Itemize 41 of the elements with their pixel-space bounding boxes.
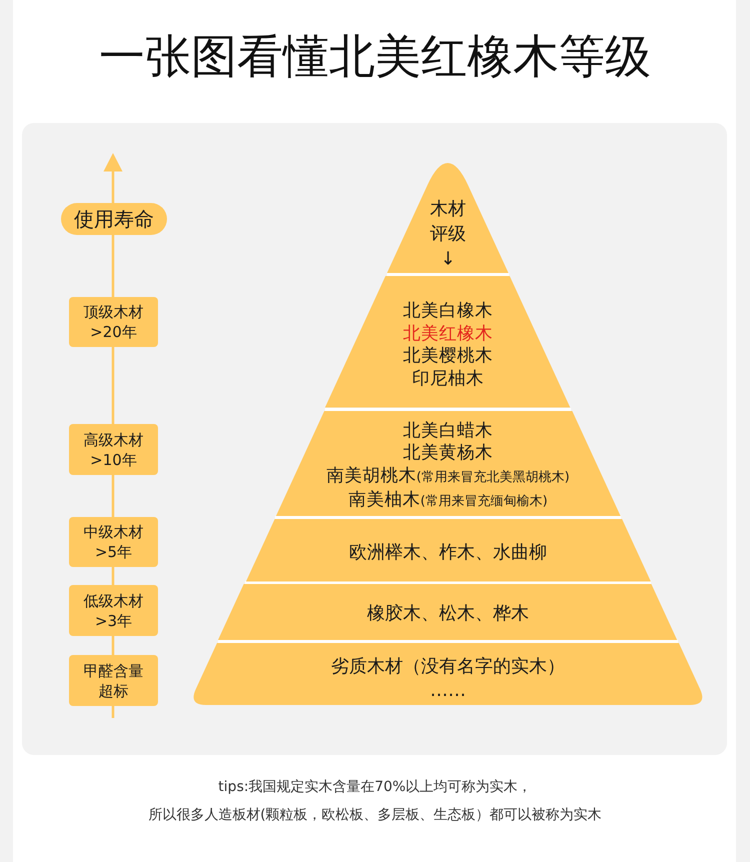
grade-box	[69, 585, 158, 636]
grade-box	[69, 297, 158, 347]
grade-text: 高级木材	[84, 430, 144, 450]
wood-name: 北美白橡木	[402, 300, 493, 322]
warning-text: 甲醛含量超标	[82, 660, 144, 700]
pyramid-apex	[387, 163, 509, 273]
lifespan-text: >20年	[90, 322, 137, 342]
wood-names: 橡胶木、松木、桦木	[366, 602, 529, 626]
note-text: 所以很多人造板材(颗粒板，欧松板、多层板、生态板）都可以被称为实木	[148, 806, 602, 825]
lifespan-text: >3年	[94, 610, 132, 630]
wood-name: 南美柚木	[348, 490, 420, 510]
wood-name: 南美胡桃木	[326, 466, 416, 486]
note-text: tips:我国规定实木含量在70%以上均可称为实木，	[218, 778, 532, 797]
wood-name: 北美黄杨木	[402, 442, 493, 464]
title: 一张图看懂北美红橡木等级	[99, 29, 651, 83]
rating-label: 木材评级	[428, 198, 467, 246]
wood-name: 北美白蜡木	[402, 420, 493, 442]
wood-note: (常用来冒充北美黑胡桃木)	[416, 470, 570, 484]
wood-names: 欧洲榉木、柞木、水曲柳	[348, 541, 547, 565]
pyramid-tier	[191, 643, 705, 705]
grade-text: 低级木材	[84, 590, 144, 610]
pyramid-tier	[218, 584, 678, 640]
grade-box	[69, 655, 158, 706]
wood-names: 劣质木材（没有名字的实木）	[330, 655, 565, 679]
wood-name: 北美红橡木	[402, 322, 493, 345]
down-arrow: ↓	[440, 248, 456, 272]
grade-box	[69, 517, 158, 567]
wood-name: 印尼柚木	[412, 368, 484, 390]
wood-name: 北美樱桃木	[402, 345, 493, 368]
grade-text: 顶级木材	[84, 302, 144, 322]
grade-text: 中级木材	[84, 522, 144, 542]
lifespan-text: >10年	[90, 450, 137, 470]
axis-title-pill	[61, 203, 167, 235]
pyramid-tier	[325, 276, 571, 408]
pyramid-tier	[276, 410, 620, 516]
axis-title: 使用寿命	[74, 206, 154, 232]
grade-box	[69, 424, 158, 475]
ellipsis: ……	[430, 679, 466, 703]
wood-note: (常用来冒充缅甸榆木)	[420, 494, 548, 509]
lifespan-text: >5年	[94, 542, 132, 562]
pyramid-tier	[246, 518, 650, 581]
